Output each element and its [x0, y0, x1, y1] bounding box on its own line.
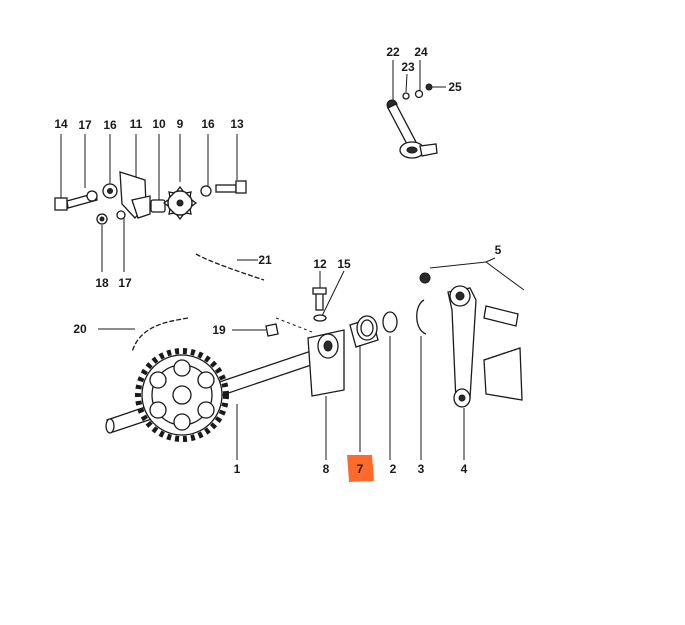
callout-20: 20 — [73, 322, 87, 336]
callout-3: 3 — [418, 462, 425, 476]
callout-16-left: 16 — [103, 118, 117, 132]
callout-2: 2 — [390, 462, 397, 476]
chain-segments — [98, 253, 265, 353]
callout-7: 7 — [357, 462, 364, 476]
callout-24: 24 — [414, 45, 428, 59]
callout-4: 4 — [461, 462, 468, 476]
callout-22: 22 — [386, 45, 400, 59]
callout-10: 10 — [152, 117, 166, 131]
callout-14: 14 — [54, 117, 68, 131]
chain-tensioner-assembly — [54, 134, 247, 272]
callout-1: 1 — [234, 462, 241, 476]
callout-25: 25 — [448, 80, 462, 94]
callout-5: 5 — [495, 243, 502, 257]
callout-12: 12 — [313, 257, 327, 271]
callout-23: 23 — [401, 60, 415, 74]
callout-17-bottom: 17 — [118, 276, 132, 290]
highlight-marker — [347, 455, 374, 482]
callout-8: 8 — [323, 462, 330, 476]
callout-16-right: 16 — [201, 117, 215, 131]
callout-11: 11 — [130, 117, 143, 131]
pedal-crank-assembly-top — [386, 60, 446, 159]
crank-arm-assembly — [419, 257, 525, 460]
callout-9: 9 — [177, 117, 184, 131]
callout-labels: 1 2 3 4 5 7 8 9 10 11 12 13 14 15 16 16 … — [54, 45, 501, 476]
bearing-housing-assembly — [232, 270, 345, 460]
callout-21: 21 — [258, 253, 272, 267]
callout-18: 18 — [95, 276, 109, 290]
bushing-ring-clip — [349, 299, 427, 460]
callout-19: 19 — [212, 323, 226, 337]
main-sprocket-axle — [105, 347, 327, 460]
callout-13: 13 — [230, 117, 244, 131]
callout-17-top: 17 — [78, 118, 92, 132]
callout-15: 15 — [337, 257, 351, 271]
